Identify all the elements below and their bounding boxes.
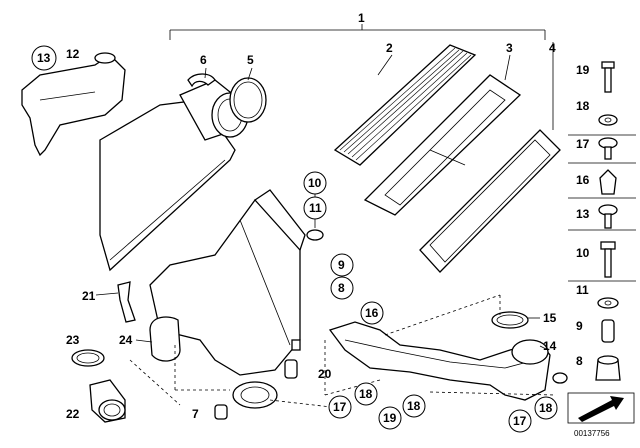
sidebar-label-17: 17 xyxy=(576,137,590,151)
small-parts-sidebar: 19 18 17 16 13 10 11 9 8 xyxy=(568,61,636,381)
washer-icon xyxy=(598,114,618,126)
callout-23: 23 xyxy=(66,333,80,347)
assembly-lines xyxy=(129,294,556,409)
seal-ring xyxy=(229,77,267,123)
leader-lines xyxy=(95,54,549,351)
clip-nut-icon xyxy=(599,169,617,195)
callout-22: 22 xyxy=(66,407,80,421)
small-plug xyxy=(214,404,228,420)
hex-bolt-icon xyxy=(600,241,616,278)
sidebar-label-9: 9 xyxy=(576,319,583,333)
sidebar-label-18: 18 xyxy=(576,99,590,113)
callout-7: 7 xyxy=(192,407,199,421)
callout-5: 5 xyxy=(247,53,254,67)
resonator-tank xyxy=(21,52,126,157)
callout-4: 4 xyxy=(549,41,556,55)
hose-clamp-23 xyxy=(71,349,105,367)
callout-8-circled: 8 xyxy=(338,281,345,295)
callout-1-bracket xyxy=(169,24,546,40)
callout-13-circled: 13 xyxy=(37,51,51,65)
intake-duct xyxy=(328,311,568,401)
callout-11-circled: 11 xyxy=(309,201,322,215)
callout-2: 2 xyxy=(386,41,393,55)
circled-callouts: 13 10 11 9 8 16 17 18 19 18 17 18 xyxy=(31,45,558,433)
callout-labels: 1 2 3 4 5 6 7 12 14 15 20 21 22 23 24 xyxy=(66,11,557,421)
callout-20: 20 xyxy=(318,367,332,381)
callout-1: 1 xyxy=(358,11,365,25)
air-filter-element xyxy=(333,44,477,166)
callout-14: 14 xyxy=(543,339,557,353)
callout-18-circled-b: 18 xyxy=(407,399,421,413)
hose-clamp-top xyxy=(187,73,216,88)
callout-19-circled: 19 xyxy=(383,411,397,425)
callout-3: 3 xyxy=(506,41,513,55)
sidebar-label-11: 11 xyxy=(576,283,589,297)
callout-17-circled-b: 17 xyxy=(513,414,527,428)
callout-9-circled: 9 xyxy=(338,258,345,272)
retaining-clip xyxy=(117,281,136,323)
screw-icon xyxy=(598,137,618,160)
callout-16-circled: 16 xyxy=(365,306,379,320)
rubber-boot xyxy=(89,379,126,423)
arrow-icon xyxy=(578,396,624,422)
callout-21: 21 xyxy=(82,289,96,303)
callout-12: 12 xyxy=(66,47,80,61)
filter-frame xyxy=(363,74,522,216)
sidebar-label-10: 10 xyxy=(576,246,590,260)
flat-washer-icon xyxy=(597,297,619,309)
callout-24: 24 xyxy=(119,333,133,347)
sleeve-icon xyxy=(601,319,615,343)
direction-arrow-box xyxy=(567,392,635,424)
callout-18-circled-a: 18 xyxy=(359,387,373,401)
callout-15: 15 xyxy=(543,311,557,325)
document-number: 00137756 xyxy=(574,429,610,438)
callout-18-circled-c: 18 xyxy=(539,401,553,415)
callout-10-circled: 10 xyxy=(308,176,322,190)
air-box-lower xyxy=(149,189,306,409)
sidebar-label-19: 19 xyxy=(576,63,590,77)
sidebar-label-8: 8 xyxy=(576,354,583,368)
sidebar-label-13: 13 xyxy=(576,207,590,221)
callout-6: 6 xyxy=(200,53,207,67)
rubber-mount-icon xyxy=(595,355,621,381)
sidebar-label-16: 16 xyxy=(576,173,590,187)
filter-housing xyxy=(419,42,561,273)
screw-13-icon xyxy=(598,204,618,229)
callout-17-circled-a: 17 xyxy=(333,400,347,414)
air-box-upper xyxy=(99,79,249,272)
bolt-icon xyxy=(601,61,615,93)
grommet xyxy=(306,229,324,241)
